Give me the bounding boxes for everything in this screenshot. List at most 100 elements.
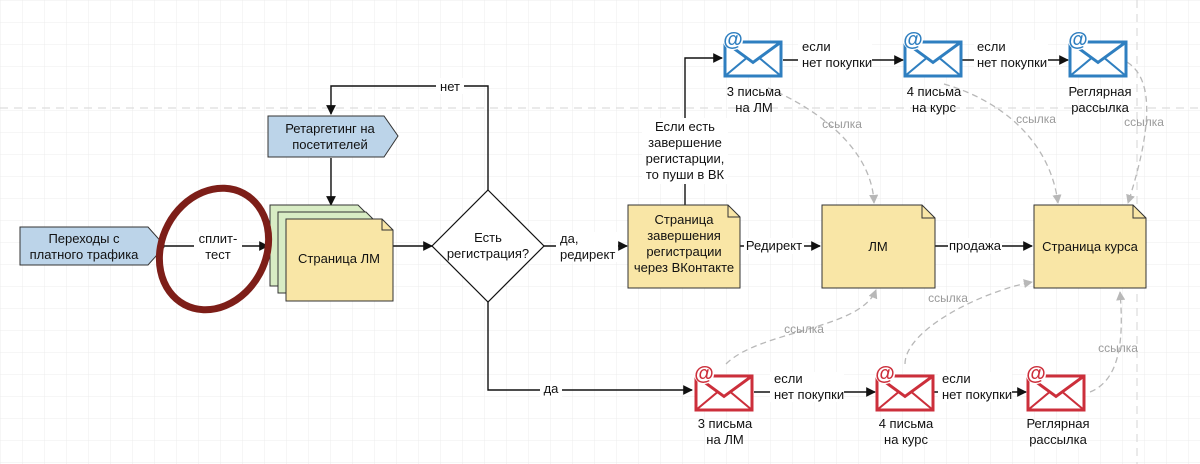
at-icon-bg — [903, 30, 923, 50]
decision-line-1: Есть — [474, 230, 502, 245]
envelope-fold-right — [1102, 56, 1127, 77]
email-at-icon: @ — [1068, 29, 1088, 51]
retargeting-line-1: Ретаргетинг на — [285, 121, 375, 136]
edge-decision-no — [326, 85, 489, 190]
bottom-no-purchase-2-line-1: если — [942, 371, 971, 386]
yes-redirect-label-1: да, — [560, 231, 578, 246]
node-lm[interactable]: ЛМ — [821, 204, 936, 289]
email-caption-bottom-2-line-1: 4 письма — [879, 416, 934, 431]
email-caption-top-2-line-1: 4 письма — [907, 84, 962, 99]
edge-decision-yes — [487, 302, 693, 395]
email-at-icon: @ — [875, 363, 895, 385]
envelope-fold-right — [757, 56, 782, 77]
email-at-icon: @ — [1026, 363, 1046, 385]
link-bottom-email1-to-lm — [725, 289, 878, 365]
top-no-purchase-1-line-1: если — [802, 39, 831, 54]
split-test-label-2: тест — [205, 247, 231, 262]
envelope-fold-left — [904, 56, 929, 77]
link-label-6: ссылка — [1098, 341, 1138, 355]
vk-push-label-1: Если есть — [655, 119, 715, 134]
envelope-fold-left — [876, 390, 901, 411]
at-icon-bg — [723, 30, 743, 50]
email-caption-bottom-2-line-2: на курс — [884, 432, 928, 447]
at-icon-bg — [1026, 364, 1046, 384]
email-caption-top-3-line-1: Реглярная — [1068, 84, 1131, 99]
link-label-2: ссылка — [1016, 112, 1056, 126]
paid-traffic-line-2: платного трафика — [30, 247, 140, 262]
node-retargeting[interactable]: Ретаргетинг на посетителей — [267, 115, 399, 158]
vk-page-line-3: регистрации — [646, 244, 721, 259]
node-decision[interactable]: Есть регистрация? — [431, 189, 545, 303]
at-icon-bg — [875, 364, 895, 384]
email-caption-bottom-3-line-1: Реглярная — [1026, 416, 1089, 431]
bottom-no-purchase-2-line-2: нет покупки — [942, 387, 1012, 402]
retargeting-line-2: посетителей — [292, 137, 367, 152]
redirect-label: Редирект — [746, 238, 802, 253]
vk-push-label-2: завершение — [648, 135, 722, 150]
vk-push-label-3: регистарции, — [646, 151, 725, 166]
lm-label: ЛМ — [868, 239, 887, 254]
link-bottom-email2-to-course — [904, 279, 1033, 365]
envelope-fold-right — [1060, 390, 1085, 411]
node-vk-page[interactable]: Страница завершения регистрации через ВК… — [627, 204, 741, 289]
email-at-icon: @ — [903, 29, 923, 51]
email-caption-top-1-line-2: на ЛМ — [735, 100, 772, 115]
at-icon-bg — [1068, 30, 1088, 50]
envelope-fold-right — [937, 56, 962, 77]
email-caption-bottom-1-line-2: на ЛМ — [706, 432, 743, 447]
node-lm-page[interactable]: Страница ЛМ — [269, 204, 394, 302]
split-test-label-1: сплит- — [199, 231, 238, 246]
course-page-label: Страница курса — [1042, 239, 1138, 254]
top-no-purchase-2-line-1: если — [977, 39, 1006, 54]
vk-page-line-2: завершения — [647, 228, 721, 243]
top-no-purchase-2-line-2: нет покупки — [977, 55, 1047, 70]
vk-page-line-4: через ВКонтакте — [634, 260, 734, 275]
bottom-no-purchase-1-line-1: если — [774, 371, 803, 386]
yes-label: да — [544, 381, 560, 396]
link-label-4: ссылка — [784, 322, 824, 336]
envelope-fold-left — [695, 390, 720, 411]
edge-labels: сплит- тест нет да, редирект да Если ест… — [194, 39, 1164, 402]
link-label-3: ссылка — [1124, 115, 1164, 129]
envelope-fold-right — [909, 390, 934, 411]
vk-push-label-4: то пуши в ВК — [646, 167, 725, 182]
email-at-icon: @ — [694, 363, 714, 385]
node-paid-traffic[interactable]: Переходы с платного трафика — [19, 226, 166, 266]
paid-traffic-line-1: Переходы с — [48, 231, 120, 246]
email-caption-bottom-1-line-1: 3 письма — [698, 416, 753, 431]
envelope-fold-left — [1027, 390, 1052, 411]
split-test-highlight-ring — [155, 184, 273, 314]
bottom-no-purchase-1-line-2: нет покупки — [774, 387, 844, 402]
vk-page-line-1: Страница — [655, 212, 715, 227]
envelope-fold-left — [1069, 56, 1094, 77]
link-top-email1-to-lm — [767, 87, 879, 204]
email-caption-top-2-line-2: на курс — [912, 100, 956, 115]
at-icon-bg — [694, 364, 714, 384]
envelope-fold-left — [724, 56, 749, 77]
top-no-purchase-1-line-2: нет покупки — [802, 55, 872, 70]
sale-label: продажа — [949, 238, 1002, 253]
email-caption-bottom-3-line-2: рассылка — [1029, 432, 1087, 447]
envelope-fold-right — [728, 390, 753, 411]
yes-redirect-label-2: редирект — [560, 247, 615, 262]
email-at-icon: @ — [723, 29, 743, 51]
dashed-links — [725, 57, 1148, 393]
decision-line-2: регистрация? — [447, 246, 529, 261]
link-label-5: ссылка — [928, 291, 968, 305]
link-top-email3-to-course — [1117, 57, 1148, 204]
no-label: нет — [440, 79, 460, 94]
lm-page-label: Страница ЛМ — [298, 251, 380, 266]
email-caption-top-3-line-2: рассылка — [1071, 100, 1129, 115]
node-course-page[interactable]: Страница курса — [1033, 204, 1147, 289]
link-label-1: ссылка — [822, 117, 862, 131]
link-top-email2-to-course — [943, 83, 1062, 204]
